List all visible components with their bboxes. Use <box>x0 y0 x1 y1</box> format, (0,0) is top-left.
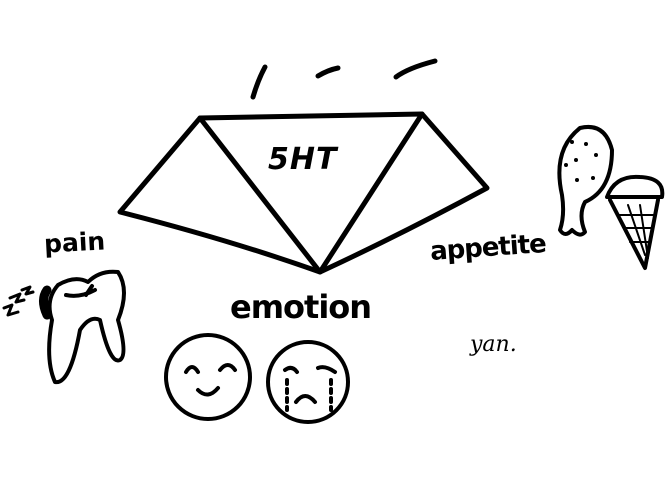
node-label-emotion: emotion <box>230 288 372 326</box>
crying-face-icon <box>266 340 350 424</box>
happy-face-icon <box>164 333 252 421</box>
ice-cream-icon <box>605 174 665 270</box>
author-signature: yan. <box>470 332 517 357</box>
drumstick-icon <box>557 125 614 237</box>
serotonin-polygon <box>117 111 490 275</box>
motion-strokes <box>250 58 438 100</box>
center-label: 5HT <box>268 142 338 177</box>
node-label-pain: pain <box>43 226 106 259</box>
tooth-icon <box>2 269 126 385</box>
